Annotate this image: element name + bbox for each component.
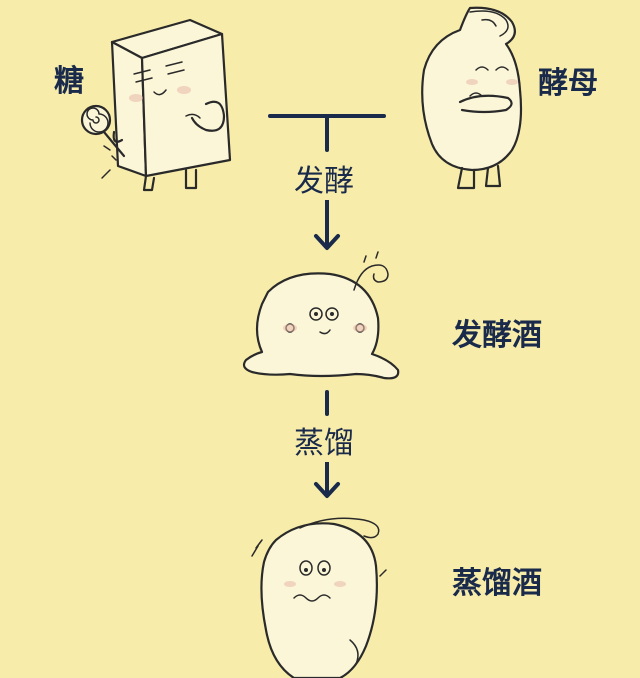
step-label-distillation: 蒸馏: [292, 418, 356, 462]
node-label-fermented-wine: 发酵酒: [452, 318, 542, 353]
node-label-yeast: 酵母: [538, 66, 598, 101]
node-label-sugar: 糖: [54, 64, 84, 99]
fermentation-arrowhead: [314, 234, 340, 250]
yeast-character: [421, 6, 523, 190]
distilled-spirit-drop-character: [251, 517, 387, 678]
distillation-arrowhead: [314, 482, 340, 498]
sugar-cube-character: [101, 18, 232, 192]
lollipop-icon: [80, 104, 126, 161]
step-label-fermentation: 发酵: [292, 156, 356, 200]
node-label-distilled-spirit: 蒸馏酒: [452, 566, 542, 601]
fermented-wine-blob-character: [242, 251, 400, 380]
